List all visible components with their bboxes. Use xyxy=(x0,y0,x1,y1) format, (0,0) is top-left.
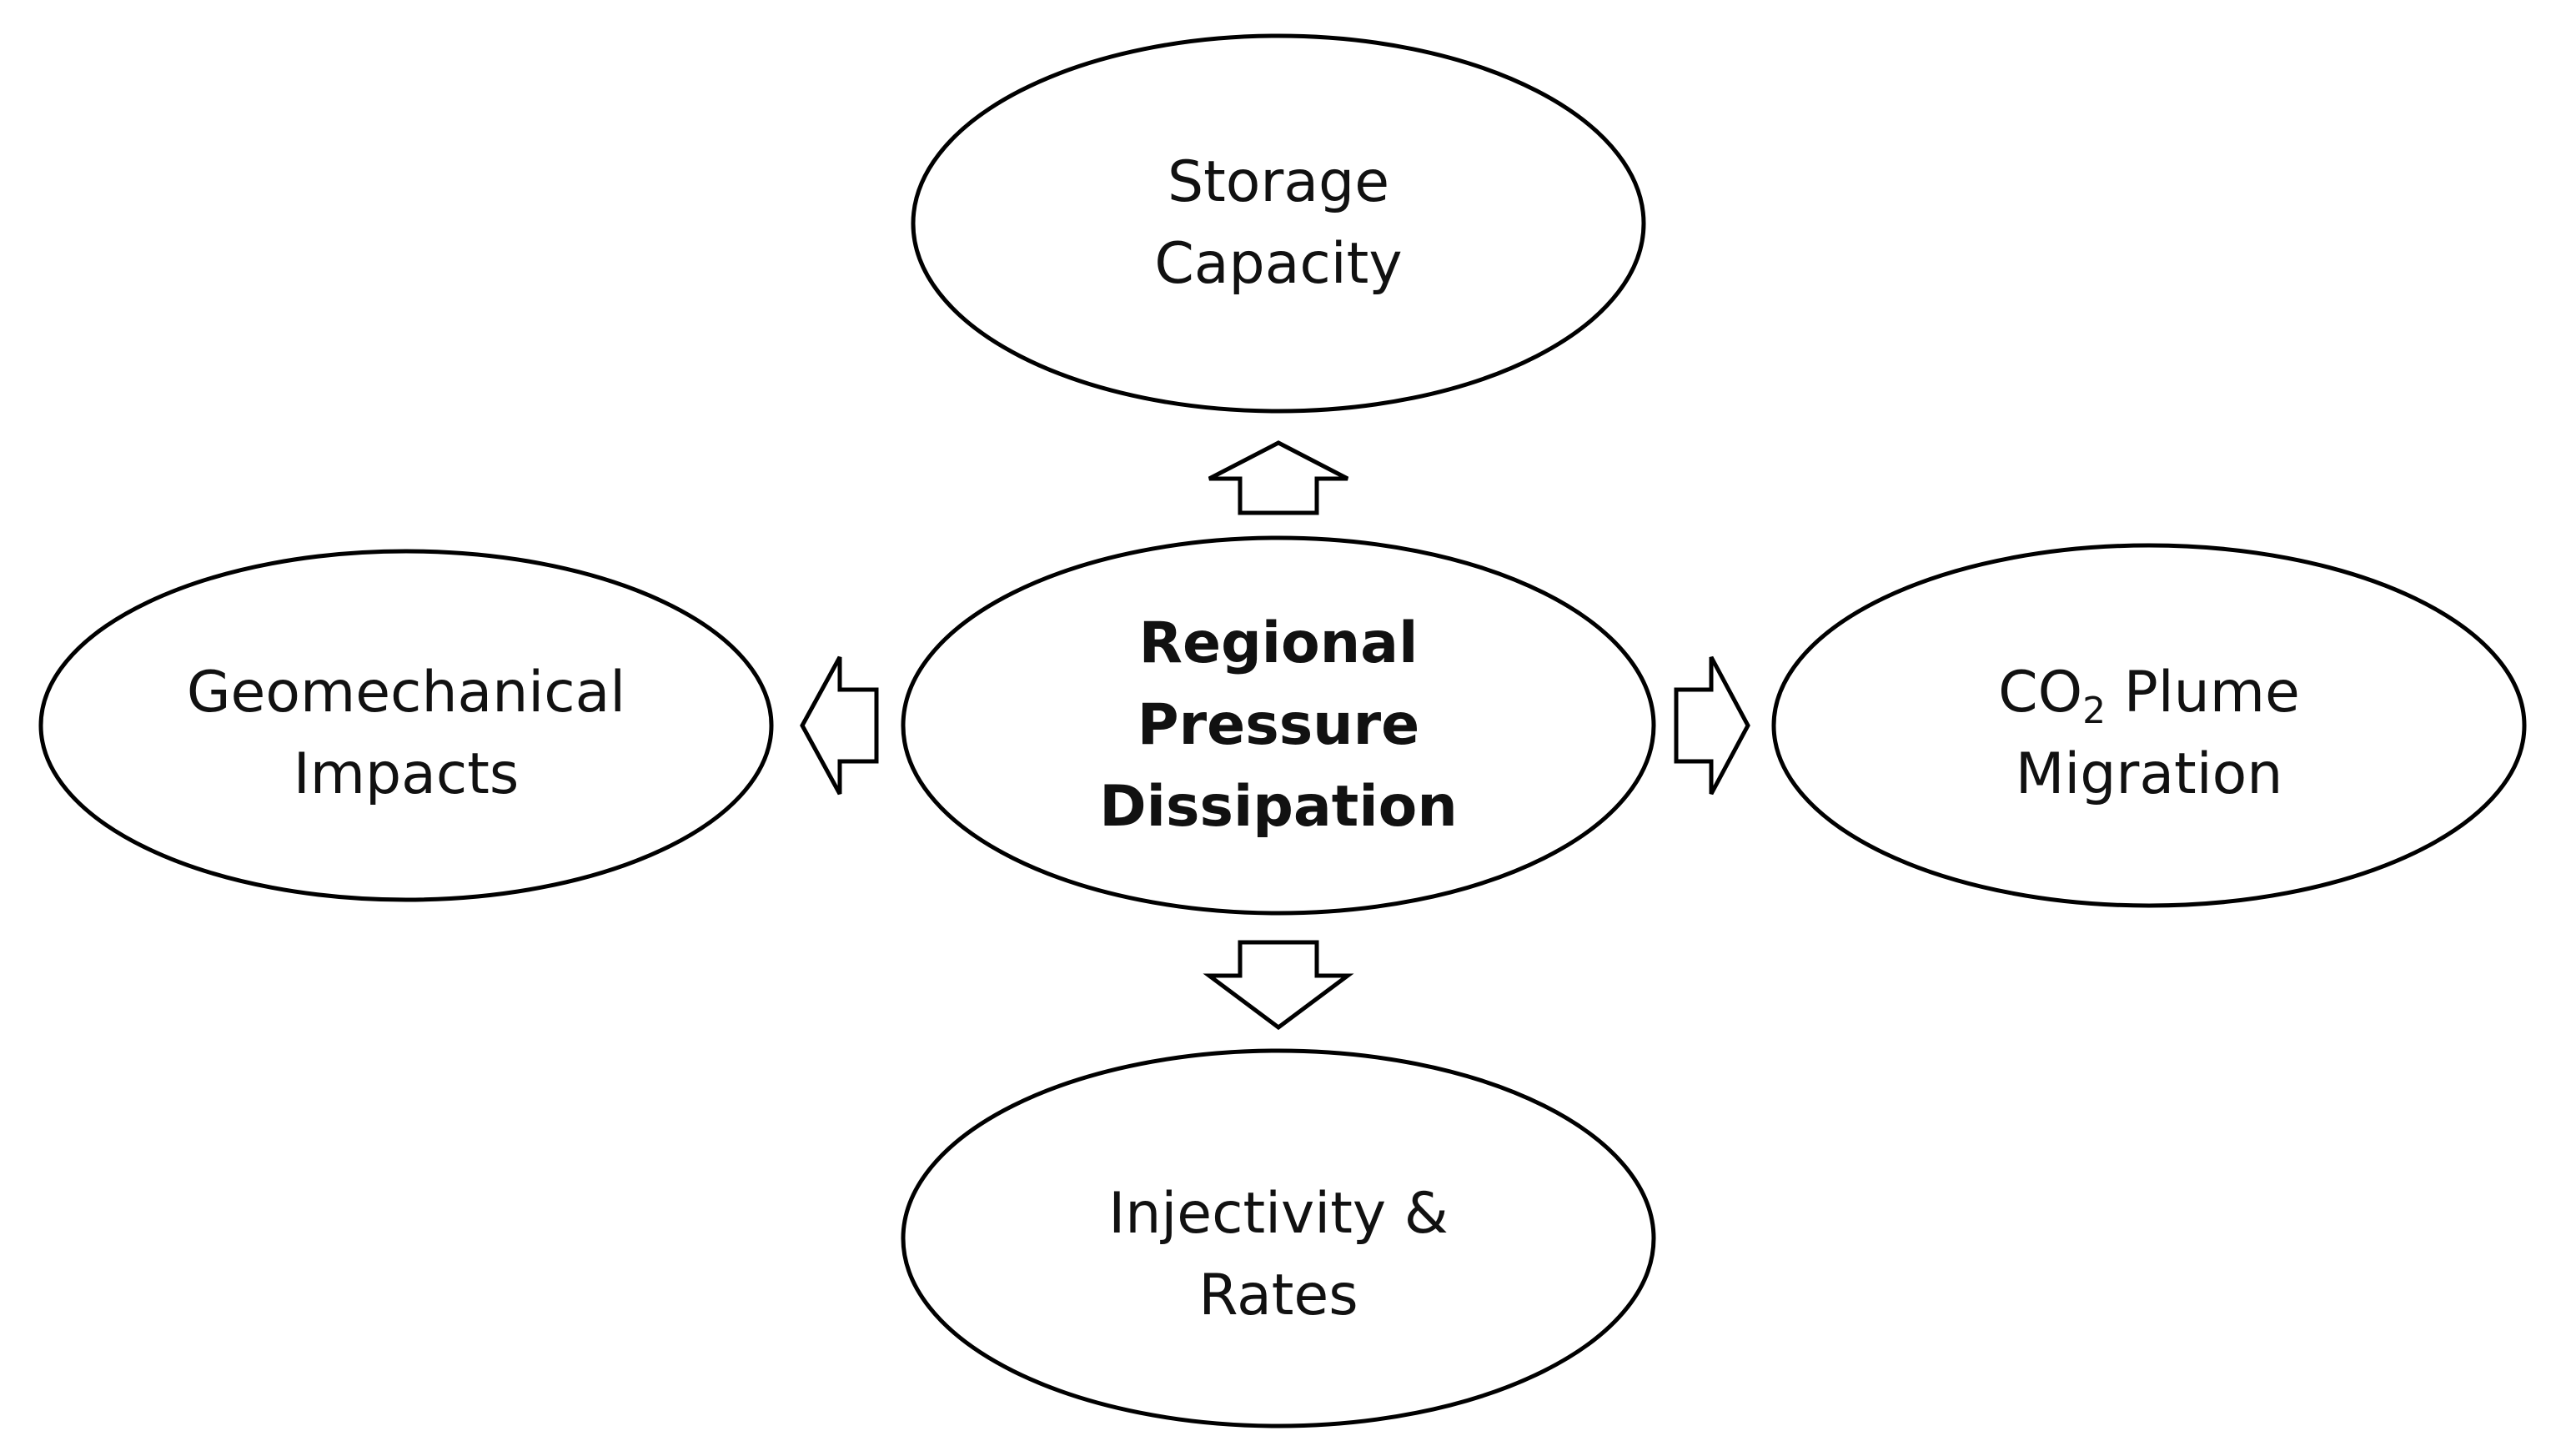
regional-pressure-dissipation-line-3: Dissipation xyxy=(1099,774,1458,840)
injectivity-rates-label: Injectivity & Rates xyxy=(987,1155,1570,1355)
geomechanical-impacts-line-1: Geomechanical xyxy=(186,660,626,725)
node-regional-pressure-dissipation xyxy=(901,535,1656,916)
node-storage-capacity xyxy=(911,33,1646,414)
arrow-down-icon xyxy=(1203,940,1354,1031)
storage-capacity-line-2: Capacity xyxy=(1154,231,1403,297)
node-geomechanical-impacts xyxy=(38,549,774,902)
arrow-right-icon xyxy=(1674,655,1750,796)
node-injectivity-rates xyxy=(901,1048,1656,1428)
co2-prefix: CO xyxy=(1998,660,2083,725)
injectivity-rates-line-1: Injectivity & xyxy=(1108,1181,1449,1247)
regional-pressure-dissipation-label: Regional Pressure Dissipation xyxy=(987,600,1570,851)
storage-capacity-label: Storage Capacity xyxy=(987,123,1570,324)
co2-plume-migration-label: CO2 Plume Migration xyxy=(1857,634,2441,834)
co2-plume-migration-line-1: CO2 Plume xyxy=(1998,652,2300,734)
geomechanical-impacts-label: Geomechanical Impacts xyxy=(114,634,698,834)
injectivity-rates-line-2: Rates xyxy=(1198,1263,1358,1328)
storage-capacity-line-1: Storage xyxy=(1167,149,1390,215)
co2-plume-migration-line-2: Migration xyxy=(2015,741,2283,807)
regional-pressure-dissipation-line-2: Pressure xyxy=(1137,692,1420,758)
arrow-up-icon xyxy=(1208,440,1349,515)
co2-subscript: 2 xyxy=(2082,690,2107,732)
co2-suffix: Plume xyxy=(2106,660,2300,725)
node-co2-plume-migration xyxy=(1771,543,2527,908)
geomechanical-impacts-line-2: Impacts xyxy=(293,741,520,807)
regional-pressure-dissipation-line-1: Regional xyxy=(1138,610,1419,676)
arrow-left-icon xyxy=(800,655,879,796)
